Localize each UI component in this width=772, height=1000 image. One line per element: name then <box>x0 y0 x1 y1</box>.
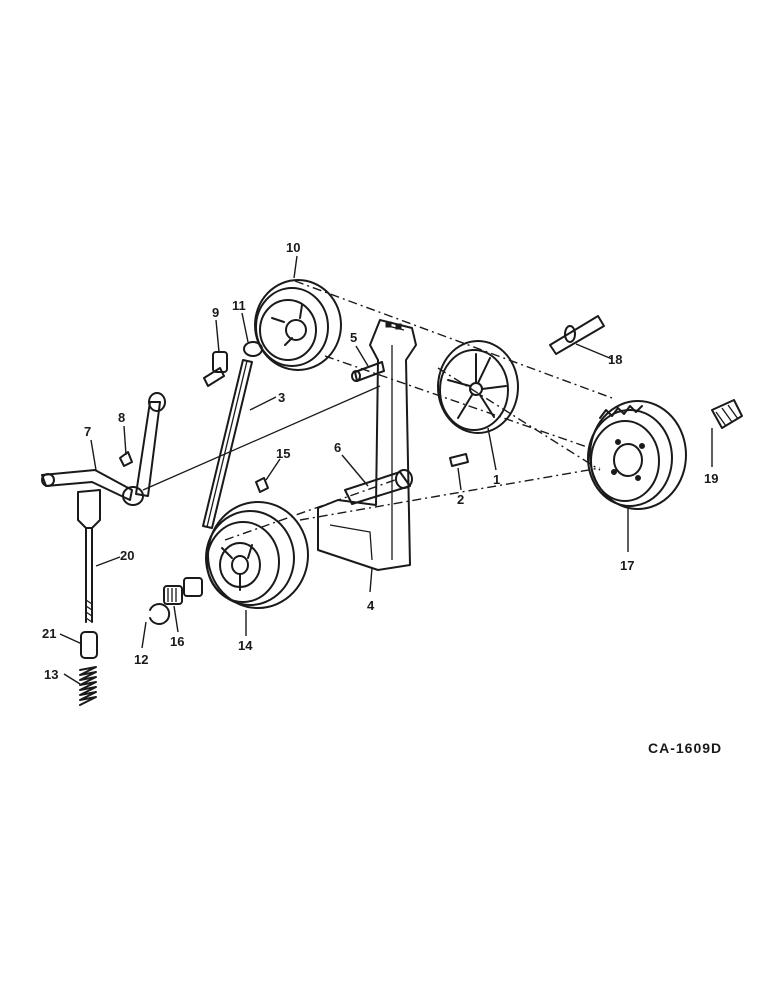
idler-arm <box>41 385 381 506</box>
callout-1: 1 <box>493 472 500 487</box>
callout-21: 21 <box>42 626 56 641</box>
callout-2: 2 <box>457 492 464 507</box>
fitting <box>255 477 269 493</box>
callout-11: 11 <box>232 298 246 313</box>
adjusting-rod <box>77 489 101 623</box>
callout-14: 14 <box>238 638 253 653</box>
callout-15: 15 <box>276 446 290 461</box>
leader-lines <box>59 255 713 685</box>
callout-13: 13 <box>44 667 58 682</box>
drawing-code: CA-1609D <box>648 740 723 756</box>
callout-12: 12 <box>134 652 148 667</box>
pivot-shaft <box>344 469 413 505</box>
callout-18: 18 <box>608 352 622 367</box>
spacer <box>80 631 98 659</box>
callout-numbers: 1 2 3 4 5 6 7 8 9 10 11 12 13 14 15 16 1… <box>42 240 718 682</box>
drive-belt-lines <box>224 280 613 541</box>
callout-4: 4 <box>367 598 375 613</box>
retaining-ring <box>149 603 171 625</box>
mounting-bracket <box>317 319 417 571</box>
callout-9: 9 <box>212 305 219 320</box>
snap-ring <box>243 341 263 357</box>
upper-pulley <box>254 279 342 371</box>
callout-16: 16 <box>170 634 184 649</box>
callout-6: 6 <box>334 440 341 455</box>
callout-20: 20 <box>120 548 134 563</box>
hub-bearing <box>711 399 743 429</box>
spring <box>79 666 97 706</box>
shaft-stub <box>549 315 605 355</box>
key <box>449 453 469 467</box>
pin <box>351 361 385 382</box>
v-belt <box>202 359 253 529</box>
callout-7: 7 <box>84 424 91 439</box>
callout-10: 10 <box>286 240 300 255</box>
callout-8: 8 <box>118 410 125 425</box>
callout-3: 3 <box>278 390 285 405</box>
callout-5: 5 <box>350 330 357 345</box>
lower-pulley <box>205 501 309 609</box>
callout-17: 17 <box>620 558 634 573</box>
needle-bearings <box>163 577 203 605</box>
spoked-pulley <box>437 340 519 434</box>
right-pulley <box>587 400 687 510</box>
callout-19: 19 <box>704 471 718 486</box>
stud <box>203 351 228 387</box>
